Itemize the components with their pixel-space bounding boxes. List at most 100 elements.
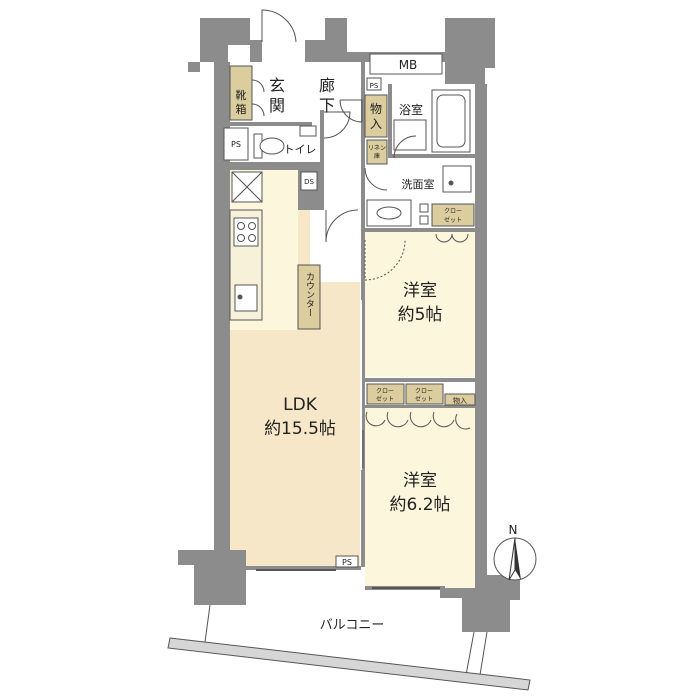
ds-box xyxy=(300,171,318,191)
bath-door xyxy=(393,135,417,159)
label-monoire-1: 物 xyxy=(370,102,382,116)
label-rouka-2: 下 xyxy=(319,96,335,115)
room1-door xyxy=(364,239,406,281)
fixtures xyxy=(229,89,472,321)
label-ldk-size: 約15.5帖 xyxy=(264,419,336,439)
label-balcony: バルコニー xyxy=(320,618,385,633)
balcony-right-post-2 xyxy=(479,631,488,676)
ps-box-top xyxy=(366,77,382,91)
label-closet-a-2: ゼット xyxy=(376,395,394,403)
wall-bottom-ldk xyxy=(246,566,361,570)
linen-box xyxy=(366,139,388,165)
label-monoire-room2: 物入 xyxy=(453,396,467,405)
closet-small-door xyxy=(435,233,469,243)
label-closet-small-2: ゼット xyxy=(444,216,462,224)
room2-floor xyxy=(365,408,475,588)
bathtub-inner xyxy=(436,94,466,148)
wall-storage-bottom xyxy=(365,405,475,408)
closet-small xyxy=(431,203,475,227)
label-mb: MB xyxy=(399,58,418,72)
storage xyxy=(223,53,476,568)
kitchen-drain xyxy=(237,294,243,300)
wall-top-mid xyxy=(305,40,325,62)
label-kutsubako-2: 箱 xyxy=(236,102,247,116)
burner-1 xyxy=(237,222,245,230)
label-kutsubako-1: 靴 xyxy=(236,88,247,102)
wall-hall-left-lower xyxy=(320,170,324,210)
label-closet-small-1: クロー xyxy=(444,208,462,215)
toilet-door xyxy=(323,111,351,139)
wall-left xyxy=(214,62,230,552)
wall-top-left-pillar xyxy=(188,18,250,72)
label-monoire-2: 入 xyxy=(370,117,382,131)
stove xyxy=(233,217,259,247)
label-genkan-2: 関 xyxy=(269,96,285,115)
counter-box xyxy=(297,264,321,330)
label-youshitsu-1-size: 約5帖 xyxy=(398,305,443,325)
ps-box-left xyxy=(223,127,249,161)
room1-floor xyxy=(365,232,475,377)
ldk-door xyxy=(325,209,359,243)
wall-top-entry xyxy=(250,40,262,62)
label-senmenshitsu: 洗面室 xyxy=(402,177,435,191)
closet-b xyxy=(405,383,444,405)
bath-wash-area xyxy=(393,119,427,151)
monoire-top xyxy=(364,94,388,138)
balcony-right-post xyxy=(465,631,475,676)
wall-right xyxy=(475,84,487,604)
range-hood-x2 xyxy=(231,171,263,203)
label-north: N xyxy=(509,523,518,537)
wall-genkan-bottom xyxy=(230,122,312,126)
toilet-sink xyxy=(299,125,317,137)
monoire-room2 xyxy=(444,393,476,406)
wall-top-right-pillar xyxy=(445,18,495,84)
label-ps-left: PS xyxy=(231,140,241,149)
wall-rooms-mid xyxy=(365,378,475,382)
kitchen-sink xyxy=(234,284,258,312)
mb-box xyxy=(369,53,443,75)
label-genkan-1: 玄 xyxy=(269,76,285,95)
label-youshitsu-1: 洋室 xyxy=(403,281,437,301)
burner-3 xyxy=(237,234,245,242)
wash-door xyxy=(364,167,388,191)
balcony-rail xyxy=(167,637,531,691)
label-linen-1: リネン xyxy=(368,145,386,152)
hall-door xyxy=(339,99,363,123)
label-closet-b-2: ゼット xyxy=(415,395,433,403)
closet-a xyxy=(366,383,405,405)
wall-bottom-left-pillar xyxy=(178,550,246,605)
label-rouka-1: 廊 xyxy=(319,76,335,95)
wash-basin xyxy=(376,206,402,220)
wash-cabinet-a xyxy=(419,203,429,213)
shoebox xyxy=(229,65,253,121)
label-youshitsu-2-size: 約6.2帖 xyxy=(389,495,450,515)
label-youshitsu-2: 洋室 xyxy=(403,471,437,491)
label-closet-b-1: クロー xyxy=(415,388,433,395)
washing-machine-drain xyxy=(448,180,454,186)
label-ps-bottom: PS xyxy=(342,558,352,567)
toilet-bowl xyxy=(259,137,285,155)
wall-toilet-right xyxy=(320,110,324,170)
genkan-door-left xyxy=(251,79,265,117)
label-closet-a-1: クロー xyxy=(376,388,394,395)
wall-bath-left xyxy=(388,84,392,158)
closet-room2-doors xyxy=(365,411,471,430)
wall-wash-bottom xyxy=(365,228,475,232)
compass-arrow-right xyxy=(515,538,521,580)
wall-hall-right xyxy=(361,62,365,567)
label-ds: DS xyxy=(304,178,314,186)
wall-bath-bottom xyxy=(392,154,475,158)
burner-2 xyxy=(248,222,256,230)
entry-door xyxy=(261,9,297,43)
wall-top-mid2 xyxy=(325,18,347,62)
burner-4 xyxy=(248,234,256,242)
labels: 玄 関 廊 下 靴 箱 MB PS 物 入 浴室 PS トイレ リネン 庫 洗面… xyxy=(231,58,517,633)
balcony-left-post xyxy=(204,604,211,643)
label-ldk: LDK xyxy=(283,395,318,415)
balcony xyxy=(167,604,531,691)
label-counter: カウンター xyxy=(304,272,315,317)
label-linen-2: 庫 xyxy=(374,152,380,160)
ps-box-bottom xyxy=(335,555,359,568)
doors xyxy=(251,9,471,589)
